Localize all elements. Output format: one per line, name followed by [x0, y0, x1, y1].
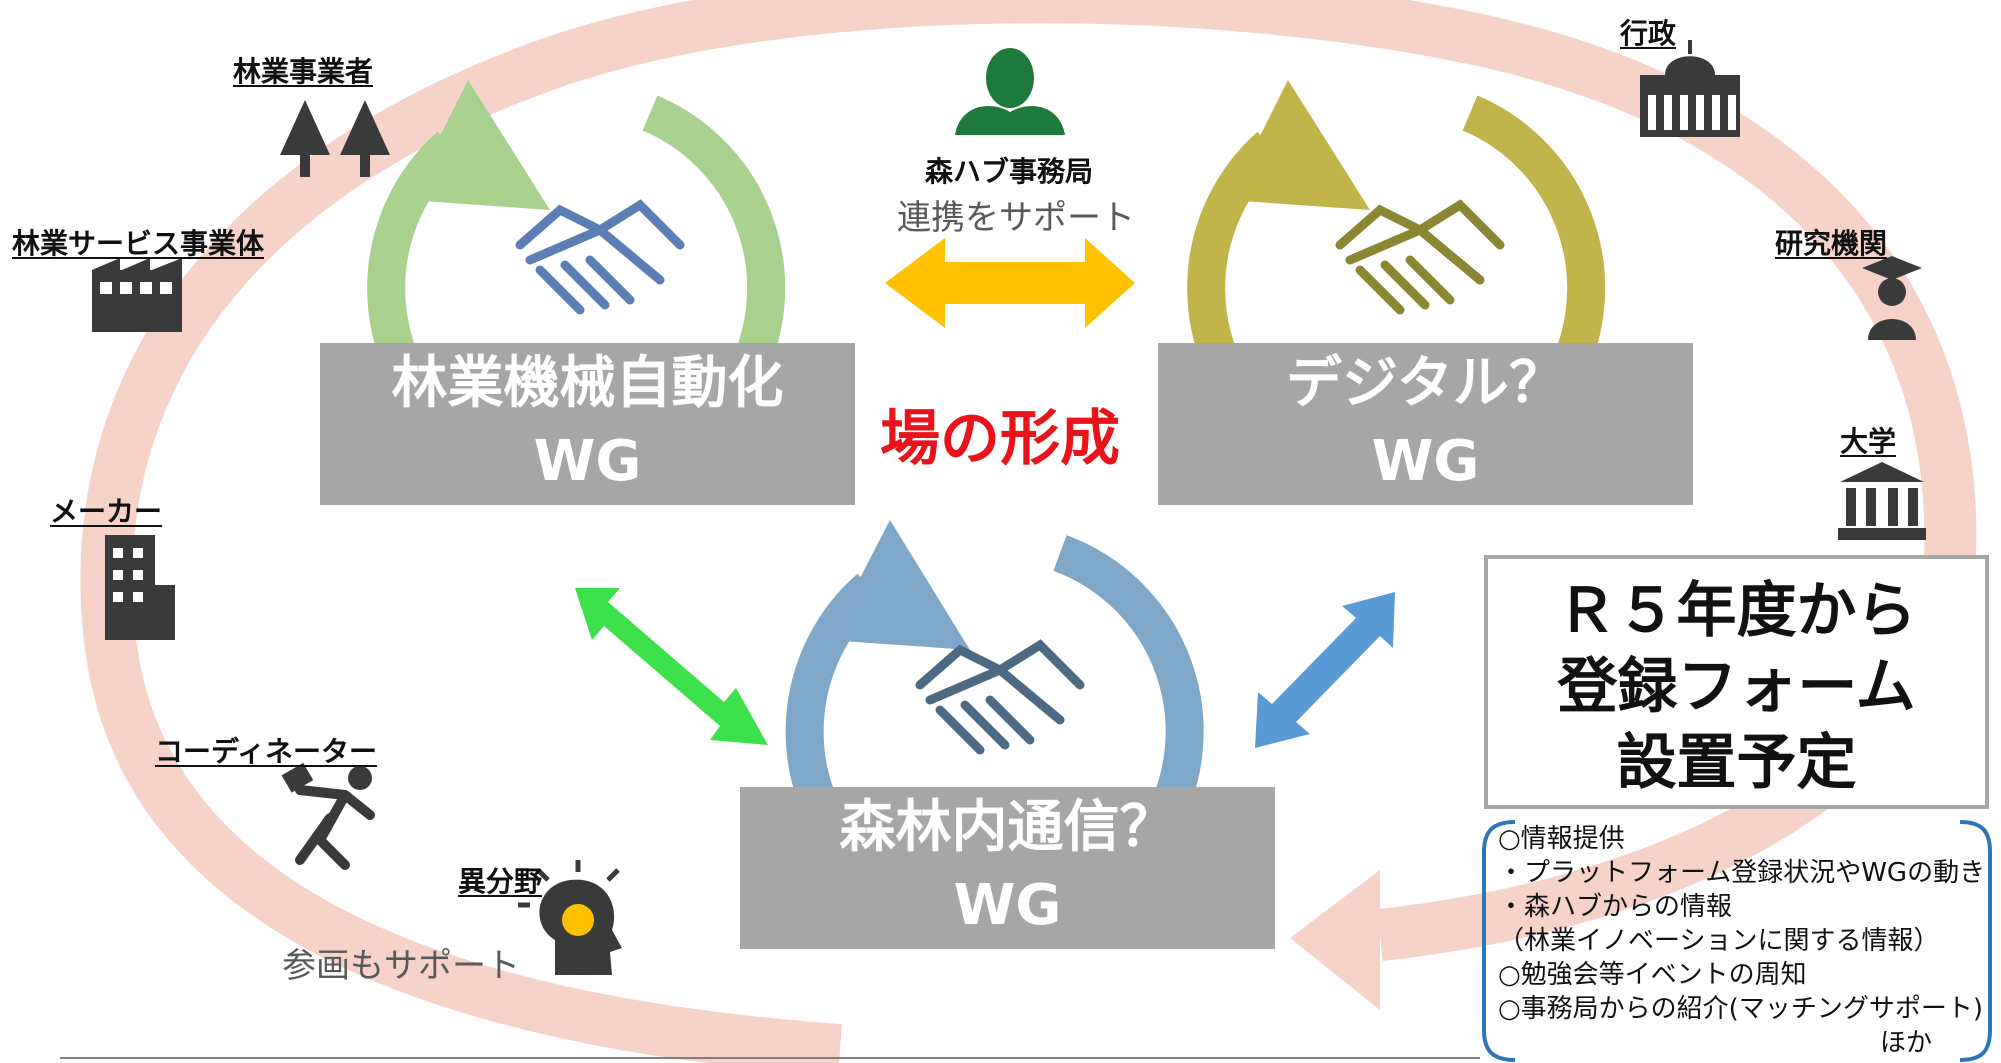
- lightbulb-head-icon: [518, 860, 622, 975]
- wg-comm-title: 森林内通信？: [839, 795, 1176, 860]
- registration-form-box: Ｒ５年度から 登録フォーム 設置予定: [1484, 555, 1989, 809]
- wg-automation-title: 林業機械自動化: [391, 351, 784, 416]
- field-formation-text: 場の形成: [880, 404, 1120, 474]
- running-person-icon: [281, 762, 375, 870]
- green-double-arrow: [575, 588, 768, 745]
- graduate-icon: [1862, 256, 1922, 340]
- bank-icon: [1838, 462, 1926, 540]
- hub-title: 森ハブ事務局: [925, 155, 1094, 188]
- wg-digital-box: デジタル？ WG: [1158, 343, 1693, 505]
- blue-cycle-arrowhead: [828, 520, 970, 650]
- hub-subtitle: 連携をサポート: [897, 198, 1135, 238]
- olive-cycle-arrowhead: [1228, 80, 1370, 210]
- handshake-icon: [515, 199, 685, 315]
- label-coordinator: コーディネーター: [155, 735, 378, 768]
- outer-cycle-arrowhead: [1290, 870, 1380, 1010]
- info-box: ○情報提供 ・プラットフォーム登録状況やWGの動き ・森ハブからの情報 （林業イ…: [1482, 818, 1992, 1061]
- label-forestry-operator: 林業事業者: [233, 55, 374, 88]
- info-line: ○勉強会等イベントの周知: [1498, 960, 1807, 990]
- handshake-icon: [915, 639, 1085, 755]
- label-forestry-service: 林業サービス事業体: [12, 227, 265, 260]
- gold-double-arrow: [885, 238, 1135, 328]
- label-university: 大学: [1840, 425, 1897, 458]
- info-line: ○情報提供: [1498, 824, 1625, 854]
- wg-automation-box: 林業機械自動化 WG: [320, 343, 855, 505]
- info-box-border: [1482, 820, 1992, 1062]
- label-government: 行政: [1620, 17, 1677, 50]
- label-research: 研究機関: [1775, 227, 1888, 260]
- green-cycle-arrowhead: [408, 80, 550, 210]
- blue-double-arrow: [1255, 592, 1395, 748]
- label-maker: メーカー: [50, 495, 163, 528]
- wg-comm-wg: WG: [953, 873, 1062, 938]
- handshake-icon: [1335, 199, 1505, 315]
- info-line: ・プラットフォーム登録状況やWGの動き: [1498, 858, 1986, 888]
- trees-icon: [280, 100, 390, 177]
- info-line: ・森ハブからの情報: [1498, 892, 1733, 922]
- wg-digital-title: デジタル？: [1286, 351, 1565, 416]
- building-icon: [92, 258, 182, 332]
- r5-line1: Ｒ５年度から: [1556, 576, 1917, 646]
- office-icon: [105, 535, 175, 640]
- info-line: （林業イノベーションに関する情報）: [1498, 926, 1940, 956]
- info-line: ほか: [1879, 1028, 1932, 1058]
- r5-line3: 設置予定: [1616, 728, 1857, 798]
- capitol-icon: [1640, 40, 1740, 137]
- wg-automation-wg: WG: [533, 429, 642, 494]
- person-icon: [955, 48, 1065, 135]
- label-other-fields: 異分野: [458, 865, 543, 898]
- r5-line2: 登録フォーム: [1557, 652, 1916, 722]
- wg-digital-wg: WG: [1371, 429, 1480, 494]
- info-line: ○事務局からの紹介(マッチングサポート): [1498, 994, 1983, 1024]
- wg-comm-box: 森林内通信？ WG: [740, 787, 1275, 949]
- support-participation-text: 参画もサポート: [282, 946, 520, 986]
